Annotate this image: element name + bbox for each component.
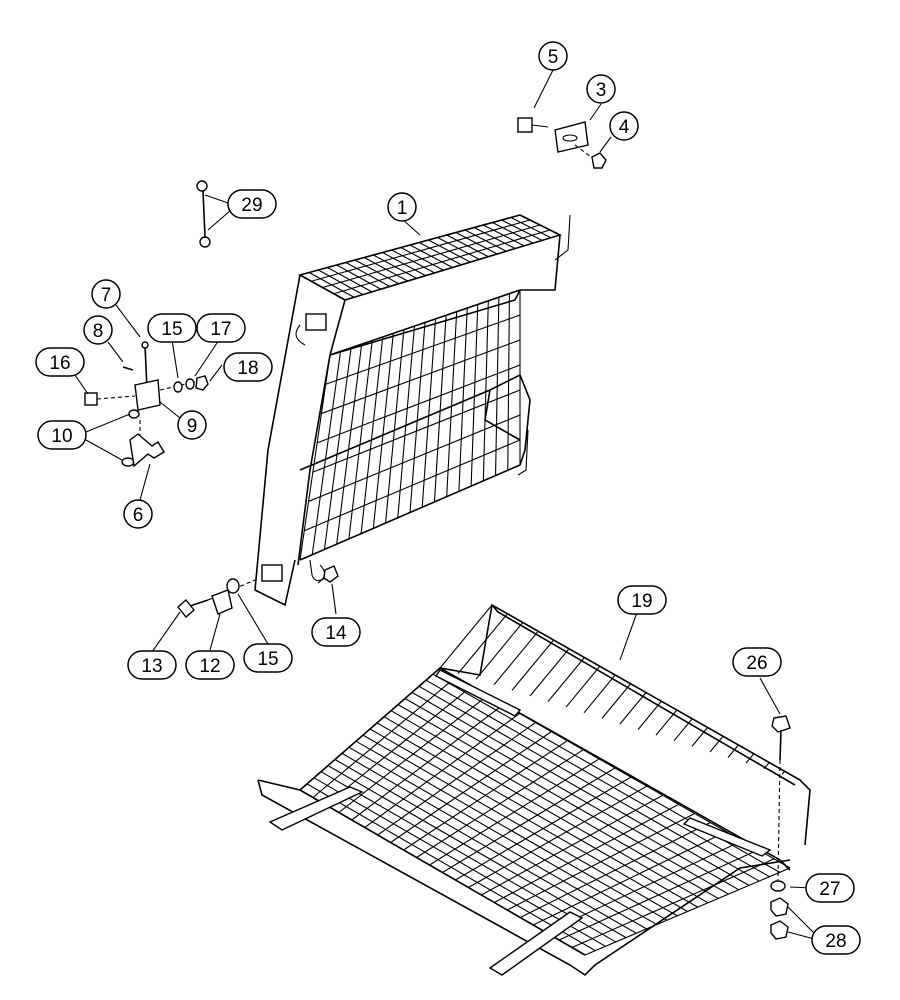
callout-9-balloon: 9 bbox=[177, 410, 207, 440]
bracket-part-12 bbox=[211, 589, 233, 615]
callout-5-label: 5 bbox=[548, 47, 559, 68]
leader-lines bbox=[74, 69, 819, 941]
cable-part-29 bbox=[196, 180, 211, 248]
callout-13-balloon: 13 bbox=[127, 650, 177, 680]
callout-3-balloon: 3 bbox=[586, 74, 616, 104]
callout-1-balloon: 1 bbox=[387, 192, 417, 222]
callout-28-label: 28 bbox=[825, 931, 846, 952]
callout-18-balloon: 18 bbox=[223, 352, 273, 382]
washer-part-27 bbox=[770, 880, 786, 892]
bottom-hinge-hardware bbox=[177, 559, 339, 619]
callout-14-label: 14 bbox=[325, 623, 347, 644]
callout-26-label: 26 bbox=[746, 653, 767, 674]
washer-part-17 bbox=[185, 378, 195, 390]
callout-15-balloon: 15 bbox=[243, 643, 293, 673]
wire-floor-basket-part-19 bbox=[257, 603, 811, 977]
bolt-part-13 bbox=[177, 598, 195, 619]
callout-7-label: 7 bbox=[101, 285, 112, 306]
wire-back-basket-part-1 bbox=[254, 214, 571, 607]
nut-part-18 bbox=[195, 375, 209, 391]
callout-14-balloon: 14 bbox=[311, 617, 361, 647]
callout-8-label: 8 bbox=[93, 321, 104, 342]
callout-4-balloon: 4 bbox=[609, 111, 639, 141]
callout-15-label: 15 bbox=[257, 649, 278, 670]
spacer-part-15-lower bbox=[226, 578, 240, 594]
latch-knob-part-6 bbox=[129, 433, 165, 468]
bolt-part-5 bbox=[517, 117, 549, 133]
nut-part-14 bbox=[323, 565, 339, 583]
callout-5-balloon: 5 bbox=[538, 41, 568, 71]
callout-15-balloon: 15 bbox=[147, 313, 197, 343]
nut-part-4 bbox=[591, 152, 607, 169]
callout-19-balloon: 19 bbox=[617, 585, 667, 615]
callout-28-balloon: 28 bbox=[811, 925, 861, 955]
callout-6-balloon: 6 bbox=[123, 499, 153, 529]
callout-17-balloon: 17 bbox=[196, 313, 246, 343]
callout-27-label: 27 bbox=[819, 879, 840, 900]
callout-8-balloon: 8 bbox=[83, 315, 113, 345]
callout-4-label: 4 bbox=[619, 117, 630, 138]
callout-6-label: 6 bbox=[133, 505, 144, 526]
bracket-part-9 bbox=[134, 379, 161, 411]
callout-10-label: 10 bbox=[51, 426, 72, 447]
spacer-part-15-upper bbox=[173, 381, 183, 393]
callout-16-balloon: 16 bbox=[35, 347, 85, 377]
nut-part-28-upper bbox=[770, 897, 789, 917]
callout-9-label: 9 bbox=[187, 416, 198, 437]
callout-26-balloon: 26 bbox=[732, 647, 782, 677]
callout-15-label: 15 bbox=[161, 319, 182, 340]
bolt-part-26 bbox=[771, 715, 791, 733]
callout-19-label: 19 bbox=[631, 591, 652, 612]
callout-27-balloon: 27 bbox=[805, 873, 855, 903]
callout-10-balloon: 10 bbox=[37, 420, 87, 450]
callout-12-label: 12 bbox=[199, 656, 220, 677]
callout-12-balloon: 12 bbox=[185, 650, 235, 680]
callout-29-balloon: 29 bbox=[227, 189, 277, 219]
callout-13-label: 13 bbox=[141, 656, 162, 677]
latch-plate-part-3 bbox=[554, 121, 589, 153]
callout-18-label: 18 bbox=[237, 358, 258, 379]
callout-29-label: 29 bbox=[241, 195, 262, 216]
bolt-part-16 bbox=[84, 392, 98, 406]
latch-hardware-cluster bbox=[84, 341, 209, 468]
nut-part-28-lower bbox=[770, 920, 789, 940]
callout-1-label: 1 bbox=[397, 198, 408, 219]
right-fastener-stack bbox=[770, 715, 791, 940]
callout-3-label: 3 bbox=[596, 80, 607, 101]
clip-part-8 bbox=[122, 366, 134, 371]
callout-7-balloon: 7 bbox=[91, 279, 121, 309]
callout-17-label: 17 bbox=[210, 319, 231, 340]
callout-16-label: 16 bbox=[49, 353, 70, 374]
